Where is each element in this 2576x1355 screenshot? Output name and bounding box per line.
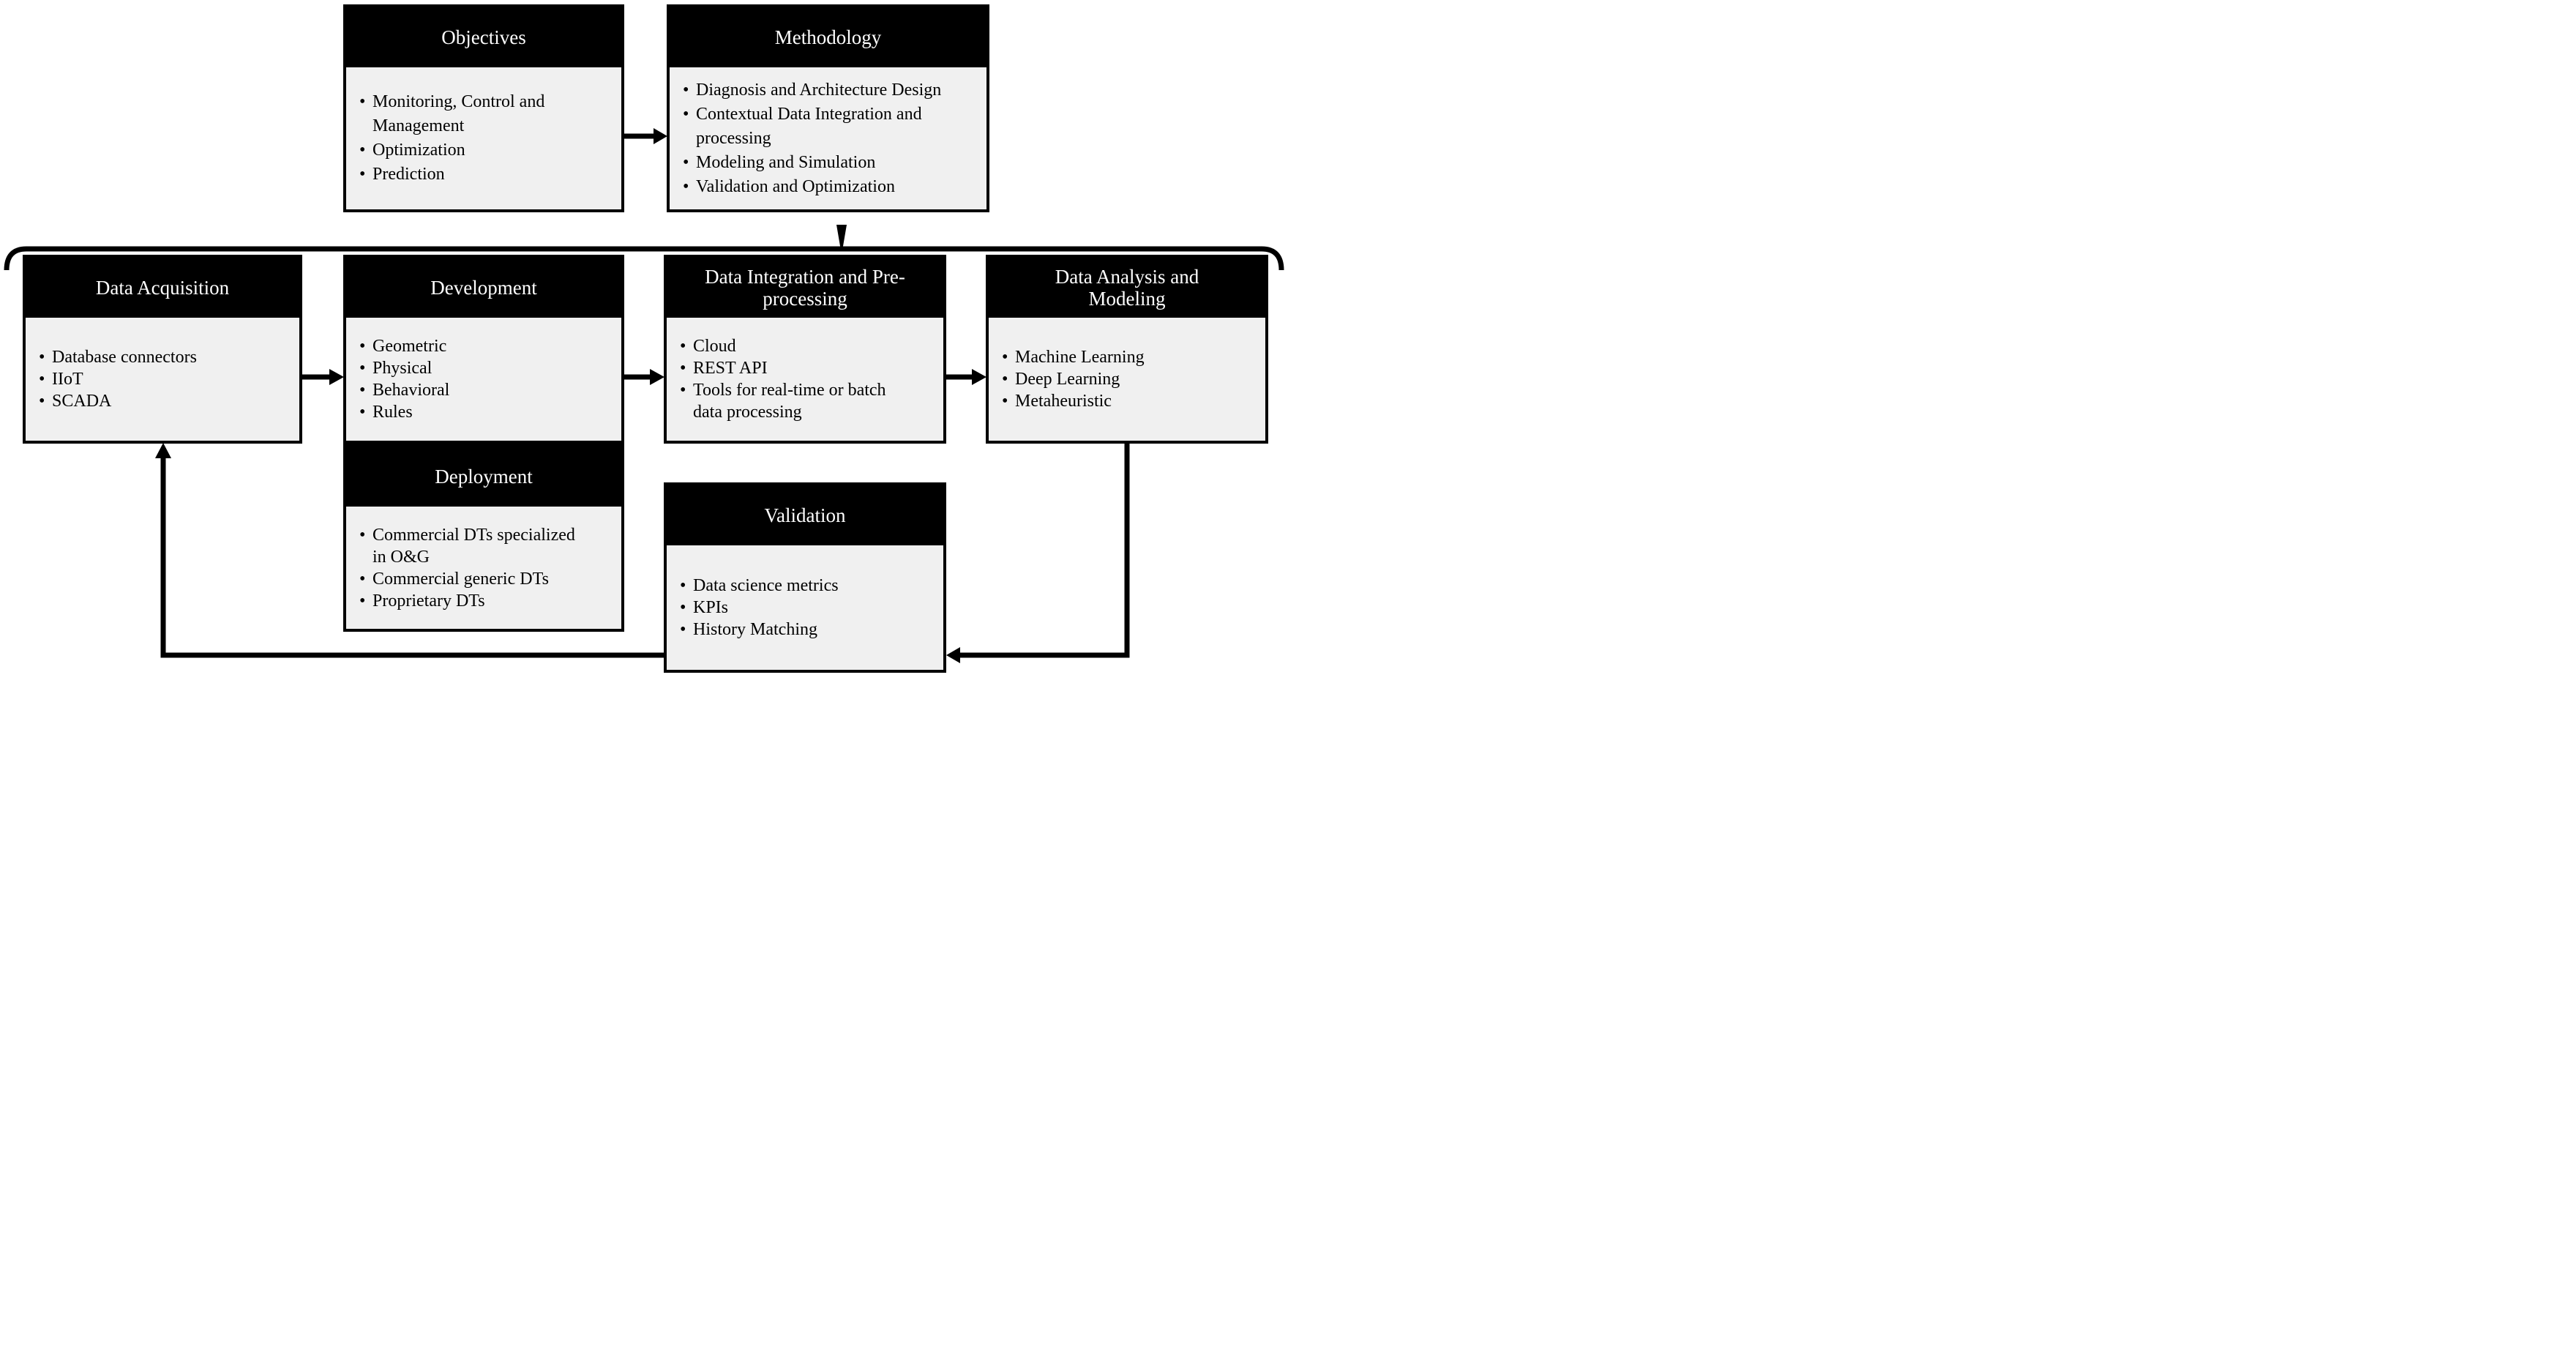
bullet-item: Machine Learning: [999, 346, 1254, 368]
bullet-item: Tools for real-time or batch data proces…: [677, 379, 932, 423]
validation-body: Data science metricsKPIsHistory Matching: [667, 545, 943, 670]
bullet-item: Metaheuristic: [999, 390, 1254, 412]
objectives-header: Objectives: [346, 7, 621, 67]
objectives-body: Monitoring, Control and ManagementOptimi…: [346, 67, 621, 209]
development-box: Development GeometricPhysicalBehavioralR…: [343, 255, 624, 444]
arrow-dataanalysis-to-validation: [946, 441, 1130, 663]
bullet-item: Proprietary DTs: [356, 590, 610, 612]
bullet-item: Behavioral: [356, 379, 610, 401]
methodology-body: Diagnosis and Architecture DesignContext…: [670, 67, 986, 209]
validation-box: Validation Data science metricsKPIsHisto…: [664, 482, 946, 673]
data-integration-header: Data Integration and Pre- processing: [667, 258, 943, 318]
bullet-list: Database connectorsIIoTSCADA: [36, 346, 288, 412]
brace-cusp: [836, 225, 847, 250]
box-title: Data Acquisition: [95, 277, 230, 299]
bullet-list: Commercial DTs specialized in O&GCommerc…: [356, 524, 610, 612]
bullet-item: Modeling and Simulation: [680, 151, 975, 175]
data-integration-body: CloudREST APITools for real-time or batc…: [667, 318, 943, 441]
bullet-item: Cloud: [677, 335, 932, 357]
connector-layer: [4, 128, 1284, 663]
bullet-item: Rules: [356, 401, 610, 423]
arrow-dataintegration-to-dataanalysis: [946, 369, 986, 385]
box-title: Data Analysis and Modeling: [1055, 266, 1199, 310]
bullet-item: Diagnosis and Architecture Design: [680, 78, 975, 102]
data-acquisition-box: Data Acquisition Database connectorsIIoT…: [23, 255, 302, 444]
deployment-header: Deployment: [346, 447, 621, 507]
arrow-development-to-dataintegration: [624, 369, 664, 385]
bullet-list: Machine LearningDeep LearningMetaheurist…: [999, 346, 1254, 412]
methodology-box: Methodology Diagnosis and Architecture D…: [667, 4, 989, 212]
bullet-list: Data science metricsKPIsHistory Matching: [677, 575, 932, 641]
bullet-item: Contextual Data Integration and processi…: [680, 102, 975, 151]
bullet-list: Diagnosis and Architecture DesignContext…: [680, 78, 975, 199]
box-title: Development: [430, 277, 537, 299]
objectives-box: Objectives Monitoring, Control and Manag…: [343, 4, 624, 212]
development-header: Development: [346, 258, 621, 318]
bullet-list: Monitoring, Control and ManagementOptimi…: [356, 90, 610, 187]
bullet-item: Physical: [356, 357, 610, 379]
bullet-item: Validation and Optimization: [680, 175, 975, 199]
bullet-item: Optimization: [356, 138, 610, 163]
box-title: Objectives: [441, 26, 526, 48]
development-body: GeometricPhysicalBehavioralRules: [346, 318, 621, 441]
diagram-canvas: Objectives Monitoring, Control and Manag…: [0, 0, 1288, 678]
brace-connector: [4, 246, 1284, 271]
data-acquisition-header: Data Acquisition: [26, 258, 299, 318]
box-title: Deployment: [435, 466, 533, 488]
bullet-item: REST API: [677, 357, 932, 379]
data-analysis-body: Machine LearningDeep LearningMetaheurist…: [989, 318, 1265, 441]
bullet-item: History Matching: [677, 619, 932, 641]
bullet-item: Data science metrics: [677, 575, 932, 597]
validation-header: Validation: [667, 485, 943, 545]
bullet-item: Geometric: [356, 335, 610, 357]
bullet-item: IIoT: [36, 368, 288, 390]
bullet-item: Monitoring, Control and Management: [356, 90, 610, 138]
box-title: Methodology: [774, 26, 882, 48]
arrow-validation-to-dataacquisition: [155, 443, 664, 658]
data-acquisition-body: Database connectorsIIoTSCADA: [26, 318, 299, 441]
data-integration-box: Data Integration and Pre- processing Clo…: [664, 255, 946, 444]
bullet-item: SCADA: [36, 390, 288, 412]
arrow-objectives-to-methodology: [624, 128, 667, 144]
bullet-item: Database connectors: [36, 346, 288, 368]
bullet-list: CloudREST APITools for real-time or batc…: [677, 335, 932, 423]
bullet-item: Commercial DTs specialized in O&G: [356, 524, 610, 568]
methodology-header: Methodology: [670, 7, 986, 67]
box-title: Data Integration and Pre- processing: [705, 266, 905, 310]
bullet-item: KPIs: [677, 597, 932, 619]
bullet-item: Prediction: [356, 163, 610, 187]
box-title: Validation: [764, 504, 846, 526]
data-analysis-box: Data Analysis and Modeling Machine Learn…: [986, 255, 1268, 444]
deployment-box: Deployment Commercial DTs specialized in…: [343, 444, 624, 632]
bullet-item: Commercial generic DTs: [356, 568, 610, 590]
deployment-body: Commercial DTs specialized in O&GCommerc…: [346, 507, 621, 629]
arrow-dataacquisition-to-development: [302, 369, 344, 385]
bullet-list: GeometricPhysicalBehavioralRules: [356, 335, 610, 423]
data-analysis-header: Data Analysis and Modeling: [989, 258, 1265, 318]
bullet-item: Deep Learning: [999, 368, 1254, 390]
